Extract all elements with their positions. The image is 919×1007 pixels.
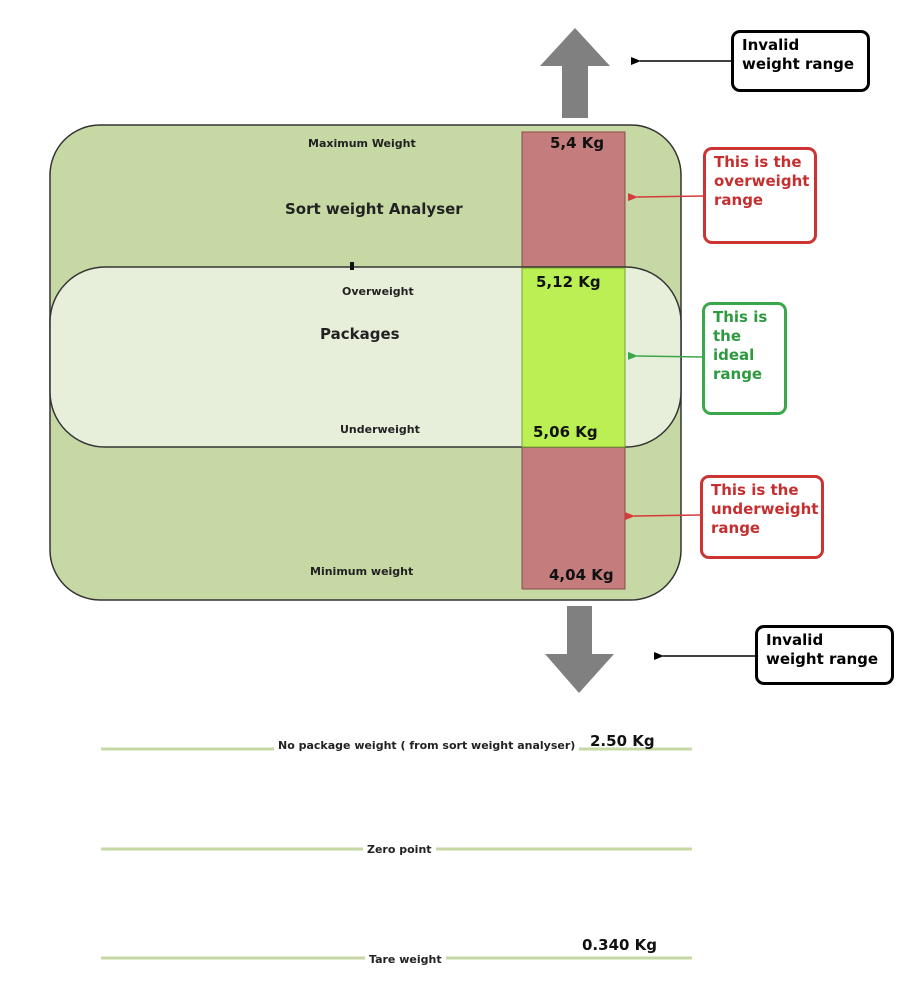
- ideal-range-column: [521, 267, 626, 448]
- min-weight-label: Minimum weight: [310, 565, 414, 578]
- overweight-value: 5,12 Kg: [536, 273, 601, 291]
- packages-title: Packages: [320, 325, 400, 343]
- tick-mark: [350, 262, 354, 270]
- max-weight-value: 5,4 Kg: [550, 134, 605, 152]
- max-weight-label: Maximum Weight: [308, 137, 416, 150]
- no-package-value: 2.50 Kg: [590, 732, 655, 750]
- down-arrow-icon: [545, 606, 614, 693]
- callout-ideal: This is the ideal range: [702, 302, 787, 415]
- zero-point-label: Zero point: [363, 843, 436, 856]
- tare-weight-label: Tare weight: [365, 953, 446, 966]
- overweight-label: Overweight: [342, 285, 414, 298]
- callout-overweight: This is the overweight range: [703, 147, 817, 244]
- arrow-ideal: [627, 351, 703, 360]
- callout-invalid-bottom: Invalid weight range: [755, 625, 894, 685]
- up-arrow-icon: [540, 28, 610, 118]
- callout-invalid-top: Invalid weight range: [731, 30, 870, 92]
- callout-underweight: This is the underweight range: [700, 475, 824, 559]
- min-weight-value: 4,04 Kg: [549, 566, 614, 584]
- underweight-value: 5,06 Kg: [533, 423, 598, 441]
- arrow-overweight: [627, 193, 704, 202]
- tare-weight-value: 0.340 Kg: [582, 936, 658, 954]
- underweight-label: Underweight: [340, 423, 420, 436]
- arrow-underweight: [624, 512, 701, 521]
- no-package-label: No package weight ( from sort weight ana…: [274, 739, 580, 752]
- analyser-title: Sort weight Analyser: [285, 200, 463, 218]
